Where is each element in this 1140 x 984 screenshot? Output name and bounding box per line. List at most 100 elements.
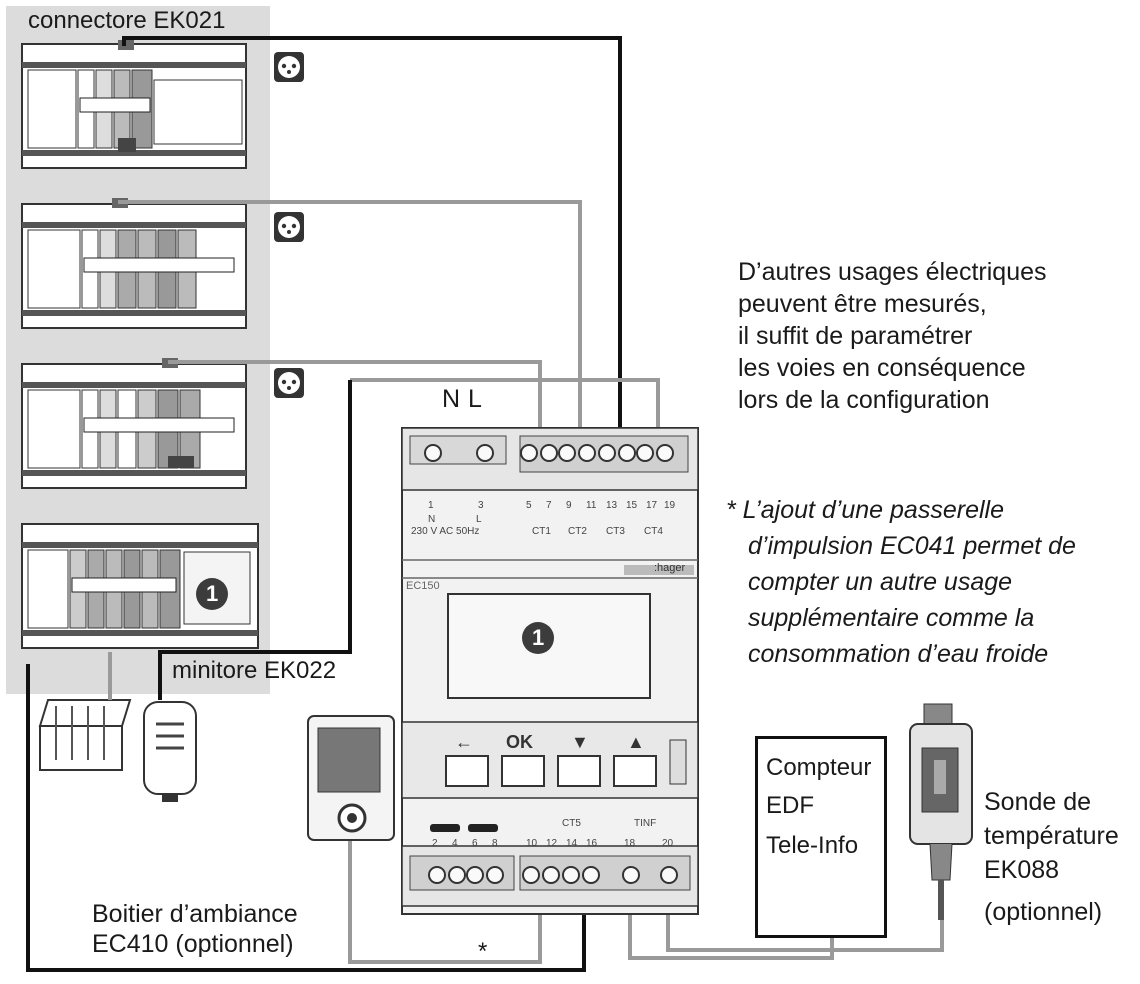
meter-line-1: Compteur [766,754,872,781]
terminal-screw [562,866,580,884]
info-line: lors de la configuration [738,386,990,414]
info-line: peuvent être mesurés, [738,290,987,318]
up-button[interactable] [613,755,657,787]
socket-icon [274,52,304,82]
note-line: consommation d’eau froide [748,640,1049,668]
badge-number: 1 [532,625,545,650]
back-button-label: ← [455,732,473,752]
numbered-badge-icon [522,622,554,654]
terminal-screw [622,866,640,884]
badge-number: 1 [206,581,219,606]
ambiance-remote-icon [307,715,395,841]
ct-label: CT2 [568,526,587,537]
live-sub-label: L [476,514,482,525]
terminal-number: 17 [646,500,658,511]
device-brand: :hager [654,562,686,574]
neutral-label: N [442,385,461,413]
terminal-screw [486,866,504,884]
note-line: d’impulsion EC041 permet de [748,532,1076,560]
terminal-screw [466,866,484,884]
terminal-number: 10 [526,838,538,849]
tinf-label: TINF [634,818,657,829]
terminal-number: 18 [624,838,636,849]
socket-icon [274,368,304,398]
terminal-screw [636,444,654,462]
down-button[interactable] [557,755,601,787]
terminal-number: 12 [546,838,558,849]
terminal-screw [656,444,674,462]
ct5-label: CT5 [562,818,581,829]
temperature-sensor-icon [909,703,973,920]
terminal-number: 2 [432,838,438,849]
sonde-label-line2: température [984,822,1119,850]
device-model: EC150 [406,580,440,592]
info-line: D’autres usages électriques [738,258,1047,286]
distribution-board-3 [21,358,247,489]
info-line: il suffit de paramétrer [738,322,973,350]
water-heater-icon [143,701,197,802]
terminal-number: 9 [566,500,572,511]
terminal-screw [540,444,558,462]
terminal-number: 13 [606,500,618,511]
terminal-screw [582,866,600,884]
meter-line-2: EDF [766,792,814,819]
terminal-number: 5 [526,500,532,511]
terminal-number: 1 [428,500,434,511]
terminal-screw [558,444,576,462]
distribution-board-2 [21,198,247,329]
ok-button-label: OK [506,732,533,752]
boitier-label-line2: EC410 (optionnel) [92,930,294,958]
terminal-screw [428,866,446,884]
terminal-screw [578,444,596,462]
terminal-number: 14 [566,838,578,849]
ct-label: CT4 [644,526,663,537]
terminal-number: 6 [472,838,478,849]
radiator-icon [38,699,132,771]
meter-line-3: Tele-Info [766,832,859,859]
live-label: L [468,385,482,413]
terminal-number: 7 [546,500,552,511]
terminal-screw [520,444,538,462]
terminal-number: 20 [662,838,674,849]
terminal-number: 3 [478,500,484,511]
terminal-screw [476,444,494,462]
socket-icon [274,212,304,242]
up-button-label: ▲ [627,732,645,752]
power-label: 230 V AC 50Hz [411,526,480,537]
ok-button[interactable] [501,755,545,787]
terminal-screw [618,444,636,462]
sonde-label-line3: EK088 [984,856,1060,884]
boitier-label-line1: Boitier d’ambiance [92,900,298,928]
back-button[interactable] [445,755,489,787]
terminal-screw [542,866,560,884]
sonde-label-line1: Sonde de [984,788,1092,816]
edf-meter-box: Compteur EDF Tele-Info [755,736,887,938]
asterisk-mark: * [478,938,488,965]
connectore-label: connectore EK021 [28,7,226,34]
terminal-number: 15 [626,500,638,511]
numbered-badge-icon [196,578,228,610]
wires [26,36,944,972]
terminal-screw [598,444,616,462]
ct-label: CT3 [606,526,625,537]
terminal-number: 19 [664,500,676,511]
footnote-paragraph: * L’ajout d’une passerelle d’impulsion E… [726,492,1076,672]
terminal-screw [448,866,466,884]
terminal-screw [660,866,678,884]
terminal-number: 8 [492,838,498,849]
terminal-number: 16 [586,838,598,849]
info-line: les voies en conséquence [738,354,1026,382]
note-line: supplémentaire comme la [748,604,1035,632]
sonde-label-line4: (optionnel) [984,898,1103,926]
minitore-label: minitore EK022 [172,657,337,684]
note-line: * L’ajout d’une passerelle [726,496,1004,524]
info-paragraph: D’autres usages électriques peuvent être… [738,256,1047,416]
distribution-board-1 [21,40,247,169]
terminal-number: 11 [586,500,597,511]
down-button-label: ▼ [571,732,589,752]
terminal-number: 4 [452,838,458,849]
terminal-screw [424,444,442,462]
neutral-sub-label: N [428,514,436,525]
